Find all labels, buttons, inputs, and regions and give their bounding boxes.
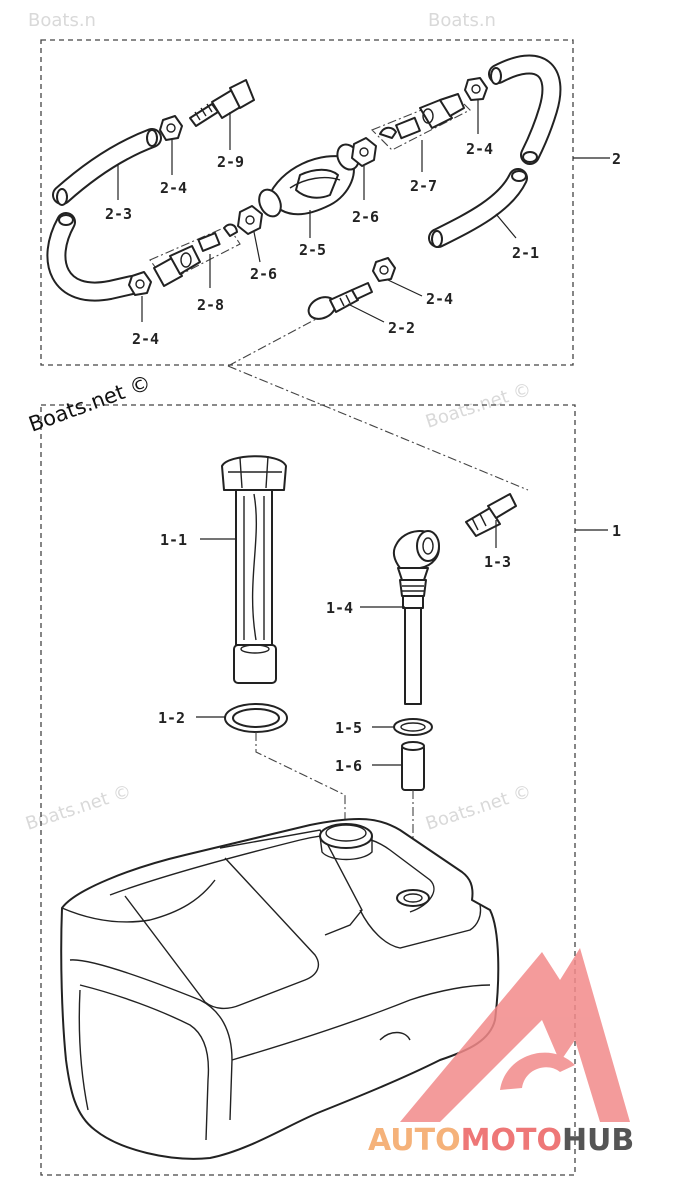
- primer-bulb-2-5: [258, 143, 360, 218]
- watermark-faint: Boats.net ©: [423, 781, 534, 835]
- callout-1-6: 1-6: [335, 757, 362, 775]
- brand-logo: [400, 948, 630, 1122]
- brand-hub: HUB: [562, 1123, 634, 1158]
- group-1-label: 1: [612, 522, 621, 540]
- callout-2-4: 2-4: [466, 140, 493, 158]
- filter-1-6: [401, 741, 425, 791]
- valve-group-2-7: [371, 93, 471, 151]
- hose-2-1: [428, 168, 528, 248]
- callout-2-9: 2-9: [217, 153, 244, 171]
- callout-1-3: 1-3: [484, 553, 511, 571]
- hose-2-3: [52, 128, 162, 206]
- clamp-2-4-c: [128, 271, 152, 296]
- washer-1-5: [393, 718, 433, 736]
- pickup-tube-1-4: [392, 530, 440, 705]
- callout-2-4: 2-4: [132, 330, 159, 348]
- clamp-2-4-a: [159, 115, 183, 141]
- brand-logo-icon: [400, 948, 630, 1122]
- watermark-faint: Boats.net ©: [423, 379, 534, 433]
- callout-2-5: 2-5: [299, 241, 326, 259]
- callout-2-4: 2-4: [160, 179, 187, 197]
- callout-1-1: 1-1: [160, 531, 187, 549]
- clamp-2-4-b: [464, 77, 488, 101]
- callout-2-6: 2-6: [352, 208, 379, 226]
- link-line: [227, 317, 319, 367]
- fuel-gauge-1-1: [221, 455, 287, 684]
- watermark-faint: Boats.n: [428, 10, 496, 31]
- callout-1-4: 1-4: [326, 599, 353, 617]
- link-line: [255, 732, 346, 830]
- callouts: 2-9 2-4 2-3 2-5 2-6 2-7 2-4 2-1 2-6 2-8 …: [105, 100, 539, 775]
- hose-left-loop: [46, 212, 142, 302]
- group-2-frame: 2: [40, 39, 621, 366]
- clamp-2-4-d: [372, 257, 396, 282]
- callout-2-6: 2-6: [250, 265, 277, 283]
- callout-1-2: 1-2: [158, 709, 185, 727]
- o-ring-1-2: [224, 703, 288, 733]
- valve-group-2-8: [149, 223, 241, 287]
- hose-right-loop: [488, 54, 562, 165]
- connector-2-2: [307, 282, 373, 320]
- callout-2-4: 2-4: [426, 290, 453, 308]
- fuel-tank: [60, 817, 500, 1160]
- group-2-label: 2: [612, 150, 621, 168]
- fitting-1-3: [465, 493, 517, 537]
- brand-moto: MOTO: [461, 1123, 562, 1158]
- watermark-main: Boats.net ©: [26, 370, 155, 436]
- brand-auto: AUTO: [368, 1123, 461, 1158]
- callout-2-3: 2-3: [105, 205, 132, 223]
- nut-2-6-b: [237, 205, 263, 235]
- watermark-faint: Boats.net ©: [23, 781, 134, 835]
- group-1-frame: 1: [40, 404, 621, 1176]
- nut-2-6-a: [351, 137, 377, 167]
- connector-2-9: [189, 79, 255, 127]
- callout-2-7: 2-7: [410, 177, 437, 195]
- brand-wordmark: AUTOMOTOHUB: [368, 1123, 634, 1158]
- link-line: [227, 365, 529, 491]
- callout-1-5: 1-5: [335, 719, 362, 737]
- callout-2-1: 2-1: [512, 244, 539, 262]
- callout-2-8: 2-8: [197, 296, 224, 314]
- callout-2-2: 2-2: [388, 319, 415, 337]
- watermark-faint: Boats.n: [28, 10, 96, 31]
